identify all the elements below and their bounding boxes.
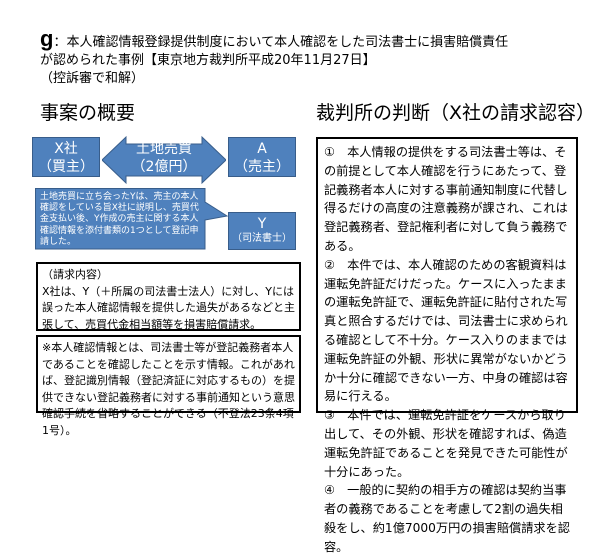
- y-scrivener-box: Y （司法書士）: [228, 212, 296, 250]
- x-company-role: （買主）: [38, 159, 94, 175]
- y-role: （司法書士）: [232, 233, 292, 244]
- title-line-2: が認められた事例【東京地方裁判所平成20年11月27日】: [40, 53, 376, 68]
- case-marker: g: [40, 26, 54, 51]
- a-seller-name: A: [257, 141, 267, 157]
- land-sale-amount: （2億円）: [131, 159, 197, 175]
- a-seller-box: A （売主）: [228, 137, 296, 177]
- land-sale-arrow-icon: [102, 135, 226, 185]
- title-line-1: ：本人確認情報登録提供制度において本人確認をした司法書士に損害賠償責任: [53, 35, 509, 50]
- case-title: g：本人確認情報登録提供制度において本人確認をした司法書士に損害賠償責任 が認め…: [40, 28, 600, 88]
- land-sale-label: 土地売買 （2億円）: [102, 138, 226, 176]
- note-box: ※本人確認情報とは、司法書士等が登記義務者本人であることを確認したことを示す情報…: [36, 335, 301, 437]
- land-sale-text: 土地売買: [136, 141, 192, 157]
- claim-box: （請求内容） X社は、Y（＋所属の司法書士法人）に対し、Yには誤った本人確認情報…: [36, 262, 301, 331]
- judgment-point-2: ② 本件では、本人確認のための客観資料は運転免許証だけだった。ケースに入ったまま…: [324, 257, 568, 404]
- x-company-name: X社: [54, 141, 78, 157]
- y-name: Y: [257, 216, 267, 232]
- a-seller-role: （売主）: [234, 159, 290, 175]
- claim-label: （請求内容）: [42, 268, 108, 281]
- x-company-box: X社 （買主）: [32, 137, 100, 177]
- title-line-3: （控訴審で和解）: [40, 71, 145, 86]
- judgment-point-1: ① 本人情報の提供をする司法書士等は、その前提として本人確認を行うにあたって、登…: [324, 145, 568, 253]
- judgment-point-3: ③ 本件では、運転免許証をケースから取り出して、その外観、形状を確認すれば、偽造…: [324, 408, 568, 479]
- callout-shape: [35, 188, 229, 250]
- callout-text: 土地売買に立ち会ったYは、売主の本人確認をしている旨X社に説明し、売買代金支払い…: [40, 192, 199, 247]
- claim-text: X社は、Y（＋所属の司法書士法人）に対し、Yには誤った本人確認情報を提供した過失…: [42, 284, 295, 331]
- case-summary-heading: 事案の概要: [40, 102, 136, 124]
- judgment-box: ① 本人情報の提供をする司法書士等は、その前提として本人確認を行うにあたって、登…: [316, 137, 578, 554]
- court-judgment-heading: 裁判所の判断（X社の請求認容）: [316, 102, 596, 124]
- judgment-point-4: ④ 一般的に契約の相手方の確認は契約当事者の義務であることを考慮して2割の過失相…: [324, 483, 570, 554]
